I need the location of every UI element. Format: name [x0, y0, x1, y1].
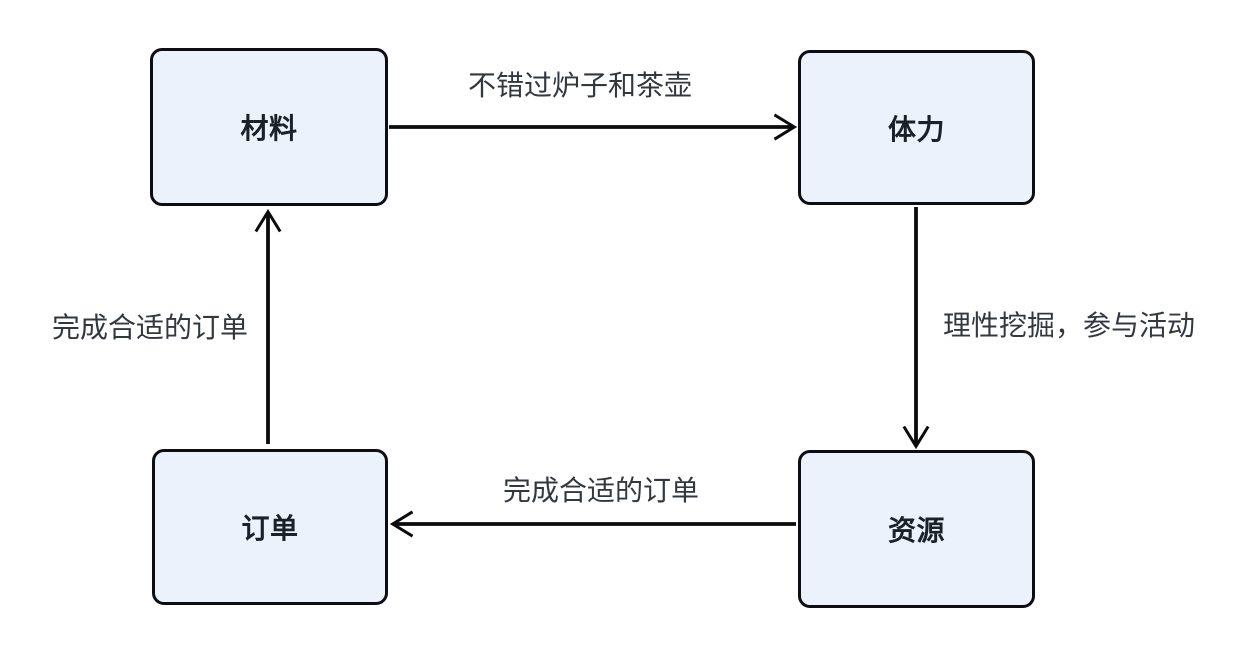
node-orders-label: 订单	[241, 513, 299, 544]
node-orders: 订单	[152, 449, 388, 605]
node-resources-label: 资源	[887, 515, 945, 546]
node-stamina-label: 体力	[887, 113, 945, 145]
node-stamina: 体力	[798, 50, 1035, 205]
edge-label-materials-to-stamina: 不错过炉子和茶壶	[467, 70, 693, 101]
node-resources: 资源	[798, 450, 1035, 608]
edge-label-stamina-to-resources: 理性挖掘，参与活动	[943, 310, 1196, 341]
edge-label-resources-to-orders: 完成合适的订单	[502, 475, 700, 506]
edge-label-orders-to-materials: 完成合适的订单	[51, 312, 249, 343]
node-materials-label: 材料	[240, 113, 298, 144]
node-materials: 材料	[150, 48, 388, 206]
